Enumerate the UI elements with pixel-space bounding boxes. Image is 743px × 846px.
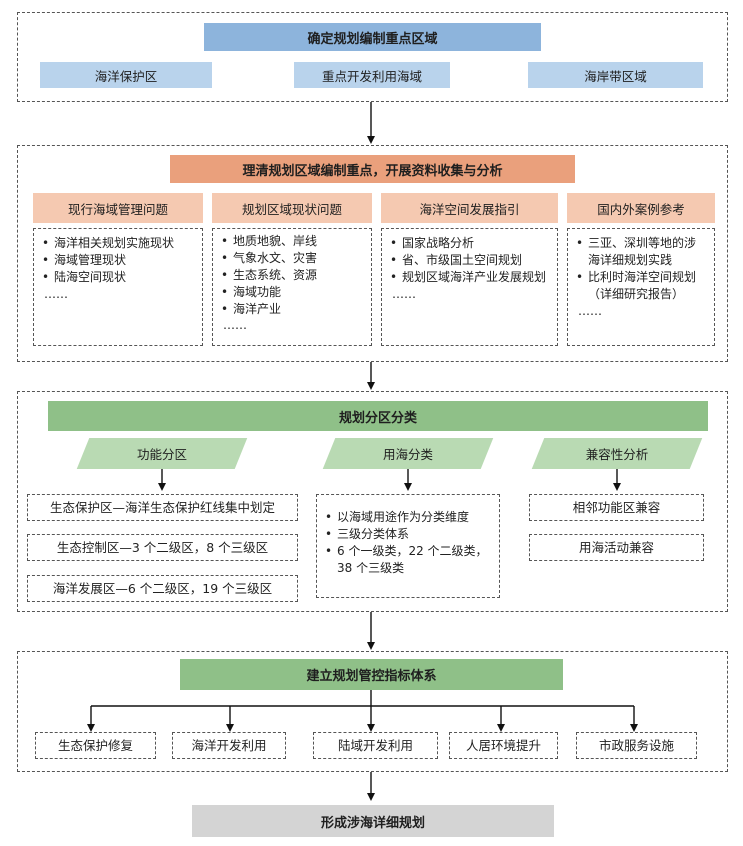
list-item: 地质地貌、岸线	[221, 233, 363, 250]
list-item: 海域功能	[221, 284, 363, 301]
more-ellipsis: ……	[44, 287, 68, 301]
indicator-land-development: 陆域开发利用	[313, 732, 438, 759]
col2-heading: 规划区域现状问题	[212, 193, 372, 223]
col4-heading: 国内外案例参考	[567, 193, 715, 223]
stage1-title: 确定规划编制重点区域	[204, 23, 541, 51]
indicator-marine-development: 海洋开发利用	[172, 732, 286, 759]
stage4-frame	[17, 651, 728, 772]
col1-heading: 现行海域管理问题	[33, 193, 203, 223]
list-item: 海洋相关规划实施现状	[42, 235, 194, 252]
stage3-frame	[17, 391, 728, 612]
stage2-title: 理清规划区域编制重点，开展资料收集与分析	[170, 155, 575, 183]
category-sea-use: 用海分类	[322, 438, 494, 469]
category-sea-use-label: 用海分类	[382, 447, 433, 462]
col3-heading: 海洋空间发展指引	[381, 193, 558, 223]
compat-adjacent-zones: 相邻功能区兼容	[529, 494, 704, 521]
indicator-living-environment: 人居环境提升	[449, 732, 558, 759]
functional-zone-2: 生态控制区—3 个二级区，8 个三级区	[27, 534, 298, 561]
list-item: 气象水文、灾害	[221, 250, 363, 267]
list-item: 三亚、深圳等地的涉海详细规划实践	[576, 235, 706, 269]
col4-list: 三亚、深圳等地的涉海详细规划实践 比利时海洋空间规划（详细研究报告） ……	[567, 228, 715, 346]
functional-zone-3: 海洋发展区—6 个二级区，19 个三级区	[27, 575, 298, 602]
area-coastal-zone: 海岸带区域	[528, 62, 703, 88]
list-item: 6 个一级类，22 个二级类，38 个三级类	[325, 543, 491, 577]
list-item: 海域管理现状	[42, 252, 194, 269]
final-title: 形成涉海详细规划	[192, 805, 554, 837]
col3-list: 国家战略分析 省、市级国土空间规划 规划区域海洋产业发展规划 ……	[381, 228, 558, 346]
more-ellipsis: ……	[392, 287, 416, 301]
list-item: 省、市级国土空间规划	[390, 252, 549, 269]
category-compatibility-label: 兼容性分析	[585, 447, 649, 462]
list-item: 海洋产业	[221, 301, 363, 318]
col2-list: 地质地貌、岸线 气象水文、灾害 生态系统、资源 海域功能 海洋产业 ……	[212, 228, 372, 346]
compat-sea-activities: 用海活动兼容	[529, 534, 704, 561]
list-item: 以海域用途作为分类维度	[325, 509, 491, 526]
list-item: 比利时海洋空间规划（详细研究报告）	[576, 269, 706, 303]
indicator-eco-restoration: 生态保护修复	[35, 732, 156, 759]
list-item: 规划区域海洋产业发展规划	[390, 269, 549, 286]
list-item: 生态系统、资源	[221, 267, 363, 284]
more-ellipsis: ……	[578, 304, 602, 318]
indicator-municipal-facilities: 市政服务设施	[576, 732, 697, 759]
list-item: 三级分类体系	[325, 526, 491, 543]
category-functional: 功能分区	[76, 438, 248, 469]
sea-use-box: 以海域用途作为分类维度 三级分类体系 6 个一级类，22 个二级类，38 个三级…	[316, 494, 500, 598]
area-key-development: 重点开发利用海域	[294, 62, 450, 88]
list-item: 国家战略分析	[390, 235, 549, 252]
list-item: 陆海空间现状	[42, 269, 194, 286]
category-compatibility: 兼容性分析	[531, 438, 703, 469]
functional-zone-1: 生态保护区—海洋生态保护红线集中划定	[27, 494, 298, 521]
stage4-title: 建立规划管控指标体系	[180, 659, 563, 690]
stage3-title: 规划分区分类	[48, 401, 708, 431]
area-marine-protected: 海洋保护区	[40, 62, 212, 88]
stage1-frame	[17, 12, 728, 102]
stage2-frame	[17, 145, 728, 362]
more-ellipsis: ……	[223, 318, 247, 332]
col1-list: 海洋相关规划实施现状 海域管理现状 陆海空间现状 ……	[33, 228, 203, 346]
category-functional-label: 功能分区	[136, 447, 187, 462]
